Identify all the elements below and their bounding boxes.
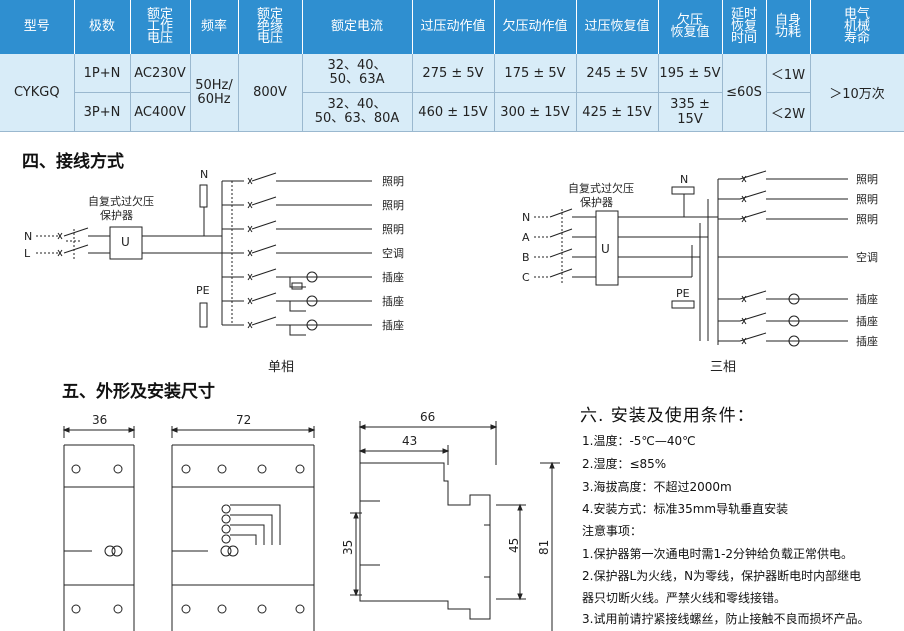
th-power: 自身 功耗 (766, 0, 811, 54)
three-branches (718, 170, 848, 347)
three-load: 插座 (856, 314, 878, 328)
dim-w1: 36 (92, 413, 107, 427)
cell-over-act: 275 ± 5V (412, 54, 495, 93)
three-pe: PE (676, 287, 690, 300)
three-load: 插座 (856, 292, 878, 306)
section6-title: 六. 安装及使用条件： (580, 406, 755, 426)
th-rated-current: 额定电流 (302, 0, 413, 54)
single-in-l: L (24, 247, 31, 260)
cell-over-rec: 425 ± 15V (576, 92, 659, 132)
single-load: 照明 (382, 223, 404, 236)
dim-h2: 45 (507, 538, 521, 553)
notes-heading: 注意事项： (582, 524, 643, 538)
th-poles: 极数 (74, 0, 131, 54)
cell-voltage: AC400V (130, 92, 191, 132)
three-protector-2: 保护器 (580, 195, 613, 209)
three-n-top: N (680, 173, 688, 186)
condition-item: 4.安装方式：标准35mm导轨垂直安装 (582, 502, 789, 516)
cell-current: 32、40、 50、63A (302, 54, 413, 93)
single-load: 插座 (382, 270, 404, 284)
cell-power: ＜2W (766, 92, 811, 132)
th-over-act: 过压动作值 (412, 0, 495, 54)
cell-over-act: 460 ± 15V (412, 92, 495, 132)
table-header-row: 型号 极数 额定 工作 电压 频率 额定 绝缘 电压 额定电流 过压动作值 欠压… (0, 0, 904, 54)
cell-voltage: AC230V (130, 54, 191, 93)
single-pe: PE (196, 284, 210, 297)
single-phase-diagram: N L U 自复式过欠压 保护器 N PE 照明 照明 照明 空调 插座 插座 … (24, 168, 404, 375)
single-load: 空调 (382, 246, 404, 260)
spec-table: 型号 极数 额定 工作 电压 频率 额定 绝缘 电压 额定电流 过压动作值 欠压… (0, 0, 904, 132)
three-load: 空调 (856, 250, 878, 264)
th-delay: 延时 恢复 时间 (722, 0, 767, 54)
th-rated-voltage: 额定 工作 电压 (130, 0, 191, 54)
section4-title: 四、接线方式 (22, 152, 124, 172)
single-u-label: U (121, 235, 130, 249)
th-under-rec: 欠压 恢复值 (658, 0, 723, 54)
dim-h3: 81 (537, 540, 551, 555)
condition-item: 2.湿度：≤85% (582, 457, 667, 471)
cell-under-rec: 195 ± 5V (658, 54, 723, 93)
table-row: CYKGQ 1P+N AC230V 50Hz/ 60Hz 800V 32、40、… (0, 54, 904, 132)
condition-item: 3.海拔高度：不超过2000m (582, 480, 732, 494)
single-load: 插座 (382, 294, 404, 308)
single-load: 照明 (382, 199, 404, 212)
th-insulation-voltage: 额定 绝缘 电压 (238, 0, 303, 54)
three-in: A (522, 231, 530, 244)
th-life: 电气 机械 寿命 (810, 0, 904, 54)
single-load: 照明 (382, 175, 404, 188)
dim-d2: 43 (402, 434, 417, 448)
single-caption: 单相 (268, 360, 294, 375)
cell-model: CYKGQ (0, 54, 75, 132)
three-u-label: U (601, 242, 610, 256)
single-load: 插座 (382, 318, 404, 332)
note-item: 2.保护器L为火线，N为零线，保护器断电时内部继电 (582, 569, 862, 583)
three-load: 插座 (856, 334, 878, 348)
three-in: N (522, 211, 530, 224)
note-item: 器只切断火线。严禁火线和零线接错。 (582, 591, 787, 605)
cell-current: 32、40、 50、63、80A (302, 92, 413, 132)
note-item: 1.保护器第一次通电时需1-2分钟给负载正常供电。 (582, 547, 854, 561)
cell-under-act: 175 ± 5V (494, 54, 577, 93)
single-protector-1: 自复式过欠压 (88, 194, 154, 208)
note-item: 3.试用前请拧紧接线螺丝，防止接触不良而损坏产品。 (582, 612, 870, 626)
dimension-drawing: 36 72 66 43 35 45 81 (62, 410, 560, 631)
single-n-top: N (200, 168, 208, 181)
dim-d1: 66 (420, 410, 435, 424)
table-row: 3P+N AC400V 32、40、 50、63、80A 460 ± 15V 3… (0, 92, 904, 132)
three-load: 照明 (856, 213, 878, 226)
cell-under-rec: 335 ± 15V (658, 92, 723, 132)
cell-frequency: 50Hz/ 60Hz (190, 54, 239, 132)
dim-w2: 72 (236, 413, 251, 427)
single-in-n: N (24, 230, 32, 243)
cell-under-act: 300 ± 15V (494, 92, 577, 132)
cell-over-rec: 245 ± 5V (576, 54, 659, 93)
three-in: C (522, 271, 530, 284)
th-over-rec: 过压恢复值 (576, 0, 659, 54)
three-caption: 三相 (710, 360, 736, 375)
cell-delay: ≤60S (722, 54, 767, 132)
three-in: B (522, 251, 530, 264)
cell-power: ＜1W (766, 54, 811, 93)
section5-title: 五、外形及安装尺寸 (62, 382, 215, 402)
condition-item: 1.温度：-5℃—40℃ (582, 434, 696, 448)
three-protector-1: 自复式过欠压 (568, 181, 634, 195)
single-protector-2: 保护器 (100, 208, 133, 222)
three-load: 照明 (856, 193, 878, 206)
th-under-act: 欠压动作值 (494, 0, 577, 54)
three-load: 照明 (856, 173, 878, 186)
cell-insulation: 800V (238, 54, 303, 132)
th-frequency: 频率 (190, 0, 239, 54)
cell-life: ＞10万次 (810, 54, 904, 132)
dim-h1: 35 (341, 540, 355, 555)
three-phase-diagram: 自复式过欠压 保护器 N A B C U N PE 照明 照明 照明 空调 插座… (522, 170, 878, 375)
cell-poles: 3P+N (74, 92, 131, 132)
th-model: 型号 (0, 0, 75, 54)
cell-poles: 1P+N (74, 54, 131, 93)
single-branches (222, 172, 372, 336)
